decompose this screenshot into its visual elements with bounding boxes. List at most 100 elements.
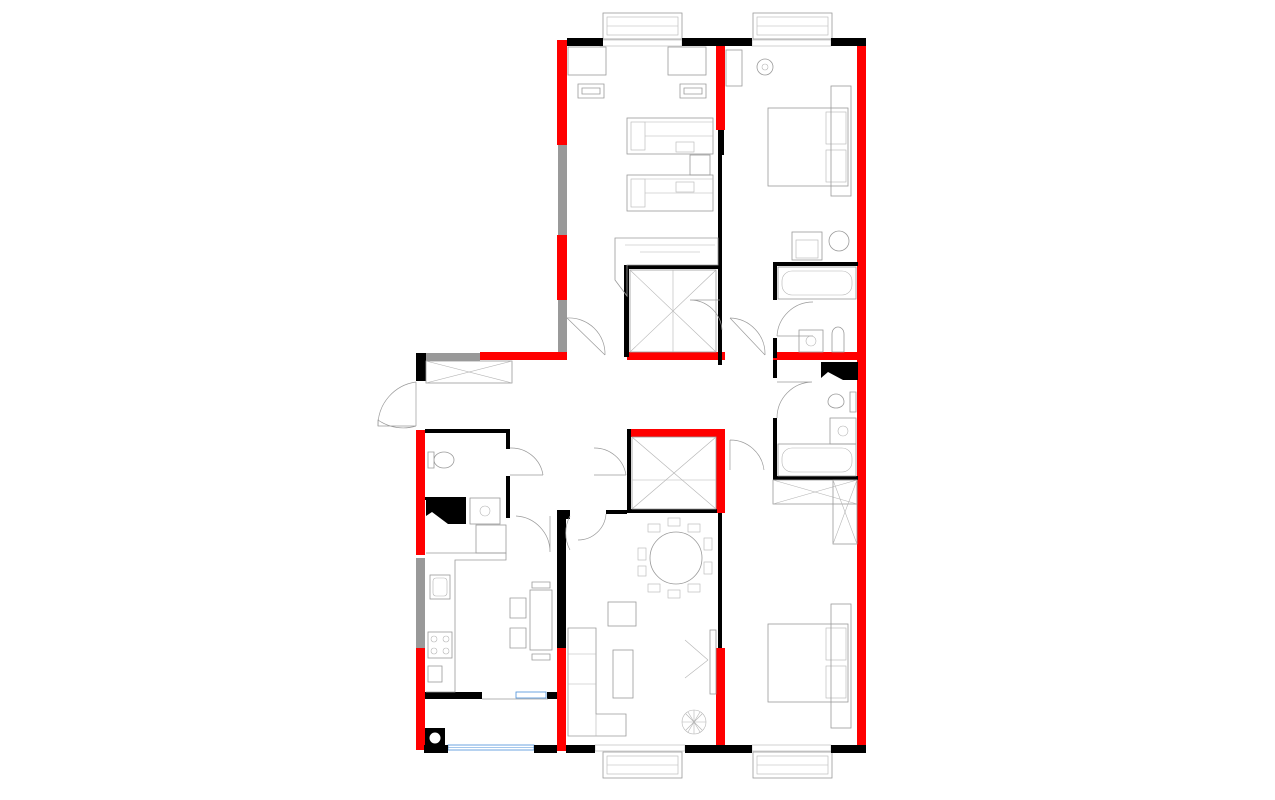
exterior-wall: [416, 430, 425, 555]
window-bay-bottom-right: [752, 751, 833, 779]
wall: [425, 497, 465, 500]
wall: [773, 262, 777, 300]
sofa: [567, 627, 627, 737]
wall: [831, 745, 866, 753]
partition-wall: [558, 145, 567, 235]
round-table: [649, 531, 703, 585]
chair: [679, 83, 707, 99]
wall: [682, 38, 725, 46]
fridge: [475, 524, 507, 554]
exterior-wall: [773, 352, 866, 360]
nightstand: [689, 154, 711, 176]
wall: [773, 262, 858, 266]
toilet: [827, 391, 857, 413]
double-bed: [767, 623, 849, 703]
exterior-wall: [557, 40, 567, 145]
partition-wall: [426, 353, 480, 361]
tv-stand: [709, 629, 717, 695]
exterior-wall: [716, 648, 725, 751]
sink: [798, 329, 824, 353]
chair: [531, 581, 551, 589]
shaft: [821, 362, 858, 380]
door-closet: [593, 447, 627, 476]
side-table: [828, 230, 850, 252]
radiator: [515, 691, 547, 699]
door-bath-top: [776, 301, 814, 337]
wardrobe: [614, 237, 719, 298]
wall: [624, 265, 629, 357]
wall: [627, 509, 717, 513]
cooktop: [427, 631, 453, 659]
partition-wall: [416, 558, 425, 648]
kitchen-furniture: [425, 524, 553, 748]
wc-fixtures: [427, 451, 501, 525]
entrance-door: [377, 381, 417, 427]
dining-table: [529, 589, 553, 651]
bed-shelf: [830, 603, 852, 729]
window-bay-top-left: [602, 12, 683, 40]
closets: [425, 269, 858, 545]
desk: [667, 46, 707, 76]
bathtub: [777, 266, 857, 300]
exterior-wall: [416, 648, 425, 750]
oven: [427, 665, 443, 683]
wall: [425, 429, 510, 433]
plant-icon: [681, 709, 707, 735]
wall: [718, 130, 724, 155]
doors: [377, 299, 814, 700]
window-bay-top-right: [752, 12, 833, 40]
wall: [416, 353, 426, 381]
chair: [509, 597, 527, 619]
exterior-walls: [416, 40, 866, 752]
door-wc: [509, 447, 544, 476]
door-kitchen: [515, 515, 551, 553]
wall: [831, 38, 866, 46]
wall: [424, 745, 448, 753]
wall: [534, 745, 557, 753]
wall: [773, 476, 858, 480]
sink: [829, 417, 857, 445]
door-bath-1: [729, 317, 766, 356]
bedroom-bottom-right-furniture: [767, 603, 852, 729]
wall: [566, 745, 595, 753]
wall: [773, 338, 777, 358]
wall: [718, 513, 722, 648]
glazing: [447, 39, 832, 752]
wall: [685, 745, 725, 753]
exterior-wall: [557, 648, 566, 751]
sink: [469, 497, 501, 525]
desk: [567, 46, 607, 76]
hall-closet: [425, 360, 513, 384]
ottoman: [607, 601, 637, 627]
exterior-wall: [557, 235, 567, 300]
wall: [773, 418, 777, 480]
bathroom-middle-fixtures: [777, 391, 857, 477]
toilet: [427, 451, 455, 469]
plant-icon: [756, 58, 774, 76]
door-bath-2: [776, 381, 813, 419]
coffee-table: [612, 649, 634, 699]
boiler-icon: [425, 728, 445, 748]
toilet: [831, 326, 845, 353]
partitions: [416, 145, 567, 648]
wall: [506, 429, 510, 449]
armchair: [791, 231, 823, 261]
partition-wall: [558, 300, 567, 352]
wall: [606, 510, 627, 514]
bathtub: [777, 443, 857, 477]
wall: [506, 476, 510, 518]
wall: [425, 692, 482, 699]
double-bed: [767, 107, 849, 187]
window-bay-bottom-left: [602, 751, 683, 779]
master-bedroom-furniture: [725, 49, 852, 261]
wall: [718, 155, 722, 365]
wall: [567, 38, 603, 46]
wall: [773, 360, 777, 378]
exterior-wall: [716, 40, 725, 130]
door-bedroom-3: [729, 439, 765, 471]
exterior-wall: [480, 352, 567, 360]
chair: [577, 83, 605, 99]
interior-walls: [416, 38, 866, 753]
door-living-b: [577, 513, 607, 541]
